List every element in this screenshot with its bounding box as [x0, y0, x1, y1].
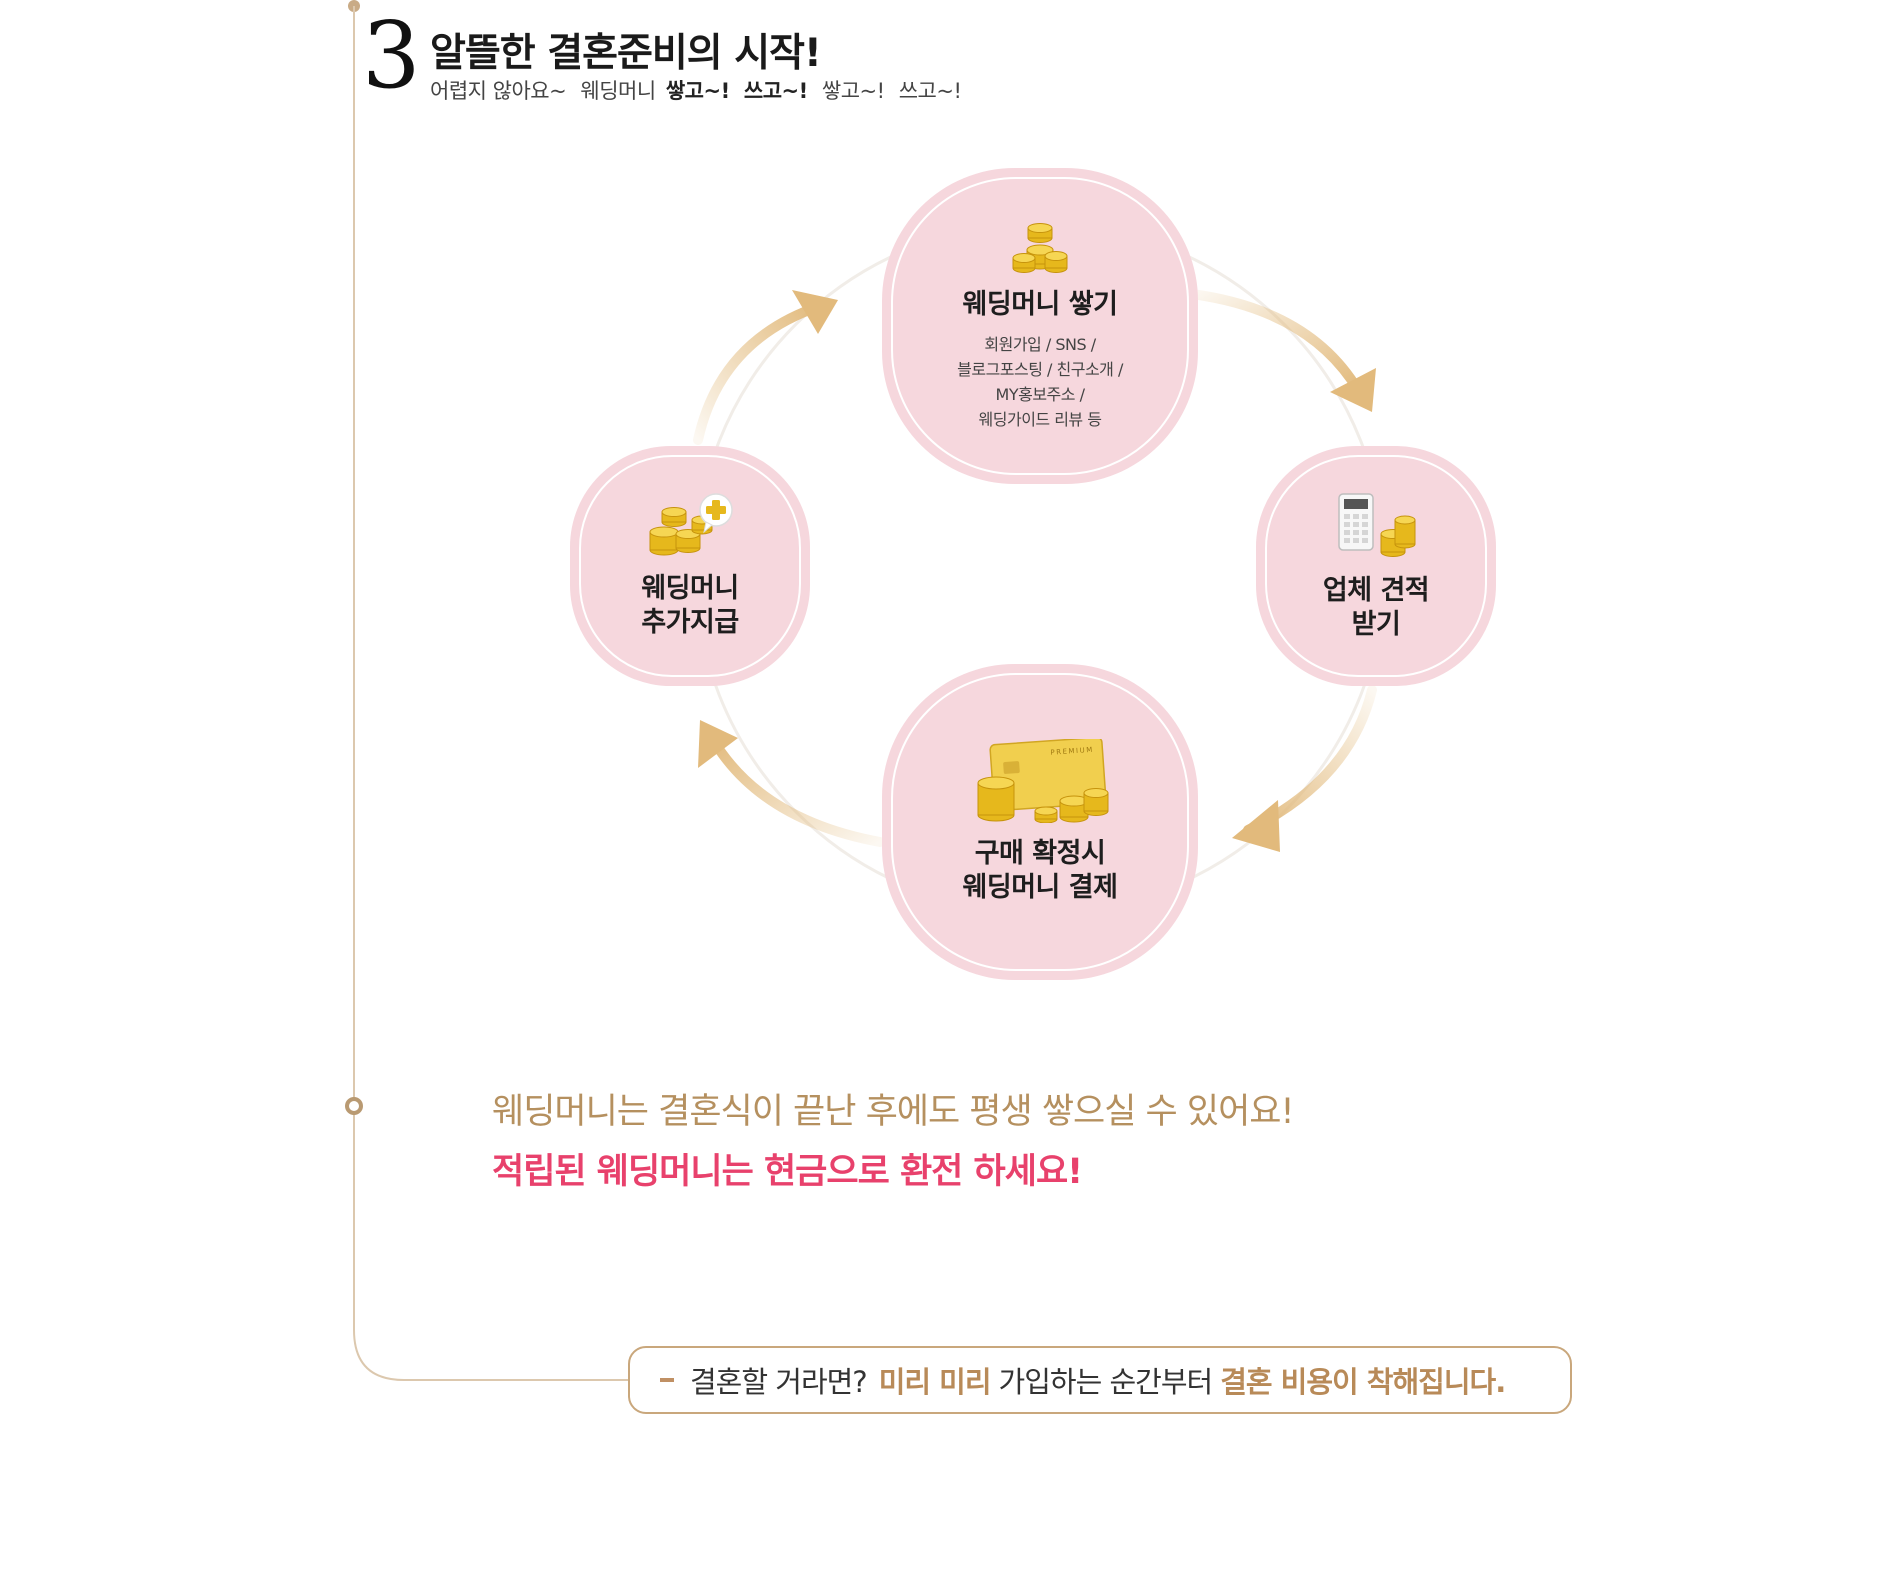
cta-banner: 결혼할 거라면? 미리 미리 가입하는 순간부터 결혼 비용이 착해집니다. [628, 1346, 1572, 1414]
banner-text-1: 결혼할 거라면? [690, 1365, 868, 1399]
arrow-bottom-to-left [707, 733, 885, 847]
node-earn-title: 웨딩머니 쌓기 [962, 288, 1118, 320]
timeline-mid-marker [345, 1097, 363, 1115]
banner-highlight-2: 결혼 비용이 착해집니다. [1220, 1365, 1506, 1399]
subtitle-money: 웨딩머니 [580, 79, 656, 103]
node-quote-title: 업체 견적 받기 [1322, 575, 1430, 640]
arrow-left-to-top [693, 301, 825, 445]
timeline-line [353, 6, 628, 1381]
node-earn-line: MY홍보주소 / [995, 384, 1085, 404]
coin-stack-icon [1012, 222, 1068, 273]
info-message-cash-exchange: 적립된 웨딩머니는 현금으로 환전 하세요! [492, 1152, 1083, 1192]
arrow-top-to-right [1187, 289, 1363, 395]
card-label: PREMIUM [1050, 746, 1094, 757]
cycle-node-bonus: 웨딩머니 추가지급 [570, 446, 810, 686]
banner-dash-icon [660, 1378, 674, 1382]
info-message-lifetime: 웨딩머니는 결혼식이 끝난 후에도 평생 쌓으실 수 있어요! [492, 1092, 1295, 1132]
subtitle-bold-1: 쌓고~! [665, 79, 730, 103]
subtitle-normal-1: 쌓고~! [821, 79, 885, 103]
cycle-node-earn: 웨딩머니 쌓기 회원가입 / SNS / 블로그포스팅 / 친구소개 / MY홍… [882, 168, 1198, 484]
page-subtitle: 어렵지 않아요~ 웨딩머니 쌓고~! 쓰고~! 쌓고~! 쓰고~! [430, 75, 969, 105]
node-earn-line: 블로그포스팅 / 친구소개 / [957, 360, 1123, 380]
node-bonus-title: 웨딩머니 추가지급 [641, 573, 739, 638]
premium-card-coins-icon: PREMIUM [977, 739, 1109, 824]
coins-plus-icon [649, 493, 733, 556]
arrow-head-top [792, 290, 838, 334]
node-earn-line: 웨딩가이드 리뷰 등 [978, 409, 1102, 429]
banner-text-2: 가입하는 순간부터 [998, 1365, 1214, 1399]
cycle-node-quote: 업체 견적 받기 [1256, 446, 1496, 686]
subtitle-normal-2: 쓰고~! [898, 79, 962, 103]
arrow-head-left [698, 720, 738, 768]
node-earn-line: 회원가입 / SNS / [984, 335, 1096, 355]
step-number: 3 [362, 2, 421, 109]
arrow-head-bottom [1232, 800, 1280, 852]
subtitle-intro: 어렵지 않아요~ [430, 79, 567, 103]
banner-highlight-1: 미리 미리 [878, 1365, 992, 1399]
cycle-node-pay: PREMIUM 구매 확정시 웨딩머니 결제 [882, 664, 1198, 980]
page-title: 알뜰한 결혼준비의 시작! [430, 31, 822, 76]
node-earn-description: 회원가입 / SNS / 블로그포스팅 / 친구소개 / MY홍보주소 / 웨딩… [957, 333, 1123, 432]
calculator-coins-icon [1338, 493, 1416, 558]
node-pay-title: 구매 확정시 웨딩머니 결제 [962, 838, 1118, 903]
arrow-head-right [1330, 368, 1376, 412]
subtitle-bold-2: 쓰고~! [743, 79, 808, 103]
